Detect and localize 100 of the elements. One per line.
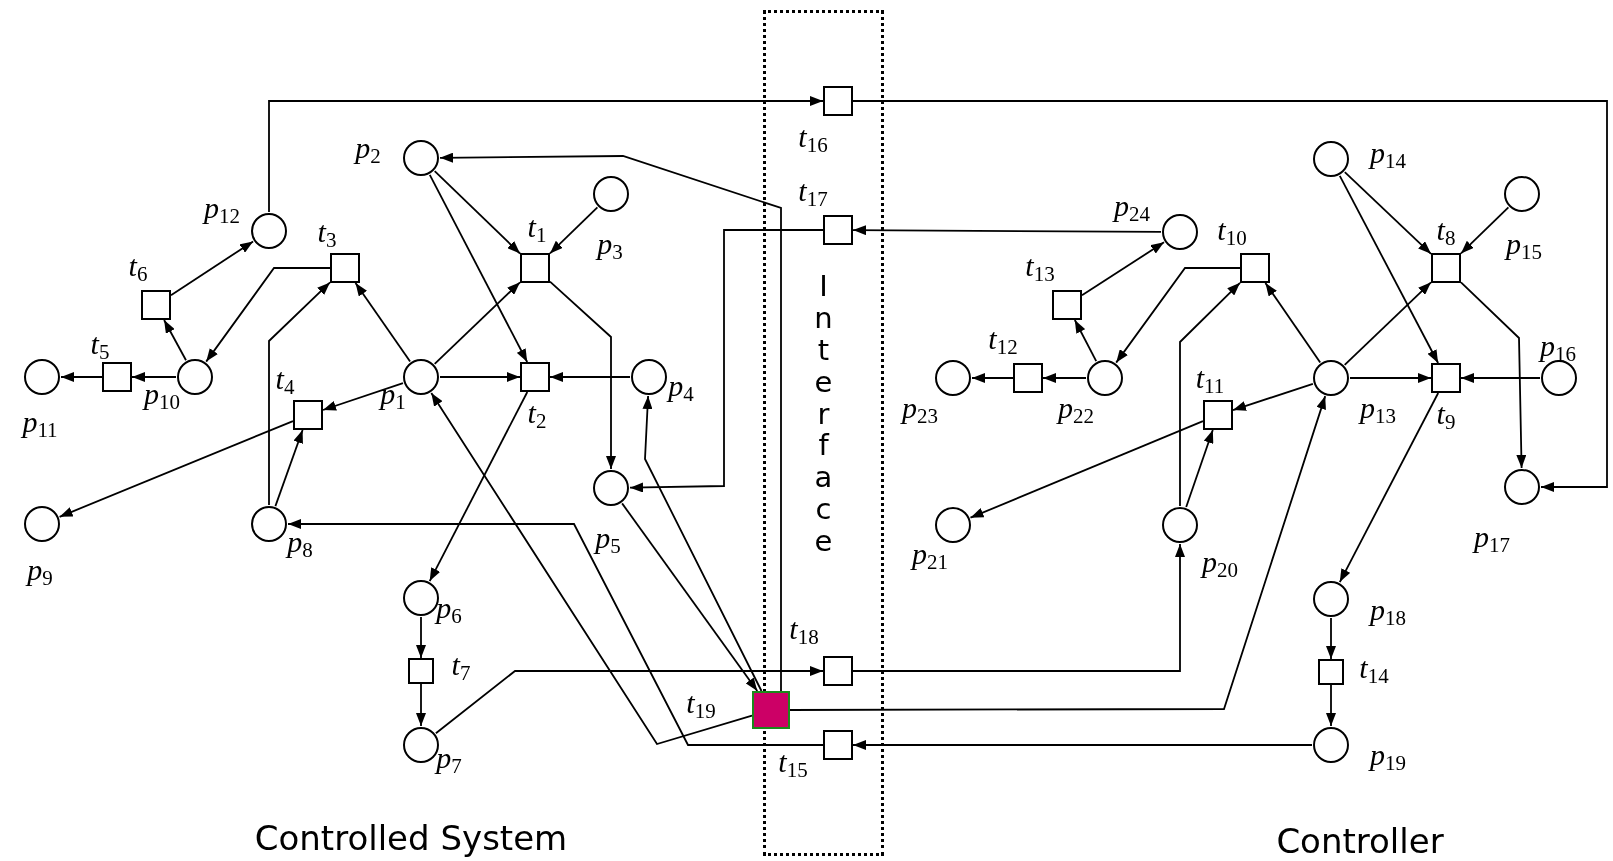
arc-arrow <box>1179 281 1241 507</box>
transition-label: t$_{15}$ <box>778 746 808 782</box>
transition-label: t$_{17}$ <box>798 175 828 211</box>
place-circle <box>1087 360 1123 396</box>
arc-arrow <box>1185 429 1214 508</box>
arc-arrow <box>428 391 529 582</box>
place-circle <box>935 360 971 396</box>
arc-arrow <box>969 420 1204 519</box>
transition-box <box>408 658 434 684</box>
arc-arrow <box>268 281 331 506</box>
place-label: p$_{8}$ <box>287 526 313 562</box>
transition-label: t$_{13}$ <box>1025 250 1055 286</box>
place-circle <box>1541 360 1577 396</box>
place-circle <box>251 213 287 249</box>
arc-arrow <box>1338 392 1440 583</box>
place-label: p$_{16}$ <box>1540 330 1576 366</box>
transition-box <box>293 400 323 430</box>
place-label: p$_{3}$ <box>597 228 623 264</box>
arc-arrow <box>852 225 1162 236</box>
arc-arrow <box>642 395 763 692</box>
place-circle <box>1313 581 1349 617</box>
place-circle <box>403 359 439 395</box>
place-circle <box>593 176 629 212</box>
place-label: p$_{21}$ <box>912 538 948 574</box>
transition-box <box>1240 253 1270 283</box>
place-label: p$_{15}$ <box>1506 228 1542 264</box>
arc-arrow <box>205 267 331 363</box>
place-label: p$_{22}$ <box>1058 392 1094 428</box>
place-circle <box>1504 176 1540 212</box>
arc-arrow <box>268 96 824 213</box>
arc-arrow <box>621 502 759 692</box>
arc-arrow <box>852 543 1185 672</box>
transition-label: t$_{2}$ <box>527 397 547 433</box>
transition-box <box>330 253 360 283</box>
transition-label: t$_{11}$ <box>1195 362 1225 398</box>
transition-label: t$_{18}$ <box>789 613 819 649</box>
place-circle <box>251 506 287 542</box>
transition-box <box>1052 290 1082 320</box>
transition-box <box>520 362 550 392</box>
arc-arrow <box>852 740 1313 750</box>
place-label: p$_{13}$ <box>1360 392 1396 428</box>
arc-arrow <box>852 100 1608 492</box>
place-label: p$_{1}$ <box>380 378 406 414</box>
arc-arrow <box>60 372 103 382</box>
transition-box <box>823 730 853 760</box>
place-circle <box>593 470 629 506</box>
arc-arrow <box>1073 319 1098 362</box>
place-label: p$_{20}$ <box>1202 546 1238 582</box>
place-circle <box>403 140 439 176</box>
place-label: p$_{6}$ <box>436 592 462 628</box>
transition-label: t$_{10}$ <box>1217 214 1247 250</box>
arc-arrow <box>416 683 426 727</box>
arc-arrow <box>428 174 529 363</box>
arc-arrow <box>416 616 426 659</box>
region-label: Controller <box>1276 821 1444 861</box>
transition-label: t$_{8}$ <box>1436 214 1456 250</box>
band-label: Interface <box>813 271 834 558</box>
place-circle <box>177 359 213 395</box>
place-circle <box>1313 141 1349 177</box>
transition-box <box>823 215 853 245</box>
arc-arrow <box>1115 267 1241 364</box>
arc-arrow <box>971 373 1014 383</box>
place-label: p$_{7}$ <box>436 742 462 778</box>
arc-arrow <box>287 519 824 746</box>
place-label: p$_{18}$ <box>1370 594 1406 630</box>
place-circle <box>24 359 60 395</box>
transition-label: t$_{3}$ <box>317 216 337 252</box>
transition-box <box>1318 659 1344 685</box>
place-label: p$_{14}$ <box>1370 137 1406 173</box>
place-label: p$_{12}$ <box>204 192 240 228</box>
place-circle <box>24 506 60 542</box>
region-label: Controlled System <box>254 818 568 858</box>
place-label: p$_{23}$ <box>902 392 938 428</box>
transition-box <box>823 86 853 116</box>
transition-box <box>520 253 550 283</box>
arc-arrow <box>1343 171 1432 255</box>
transition-box <box>102 362 132 392</box>
transition-label: t$_{9}$ <box>1436 398 1456 434</box>
arc-arrow <box>439 372 521 382</box>
arc-arrow <box>1326 684 1336 727</box>
arc-arrow <box>131 372 177 382</box>
place-circle <box>935 507 971 543</box>
arc-arrow <box>274 429 304 507</box>
arc-arrow <box>435 666 824 735</box>
arc-arrow <box>1343 281 1432 366</box>
place-circle <box>1162 507 1198 543</box>
transition-box <box>1431 363 1461 393</box>
arc-arrow <box>433 281 521 365</box>
place-label: p$_{9}$ <box>27 554 53 590</box>
arc-arrow <box>1042 373 1087 383</box>
arc-arrow <box>1081 241 1165 297</box>
place-label: p$_{2}$ <box>355 132 381 168</box>
transition-box <box>1203 400 1233 430</box>
arc-arrow <box>549 206 599 255</box>
place-label: p$_{17}$ <box>1474 521 1510 557</box>
place-circle <box>1162 214 1198 250</box>
arc-arrow <box>163 319 187 362</box>
arc-arrow <box>430 392 753 746</box>
transition-box <box>141 290 171 320</box>
place-circle <box>1313 360 1349 396</box>
